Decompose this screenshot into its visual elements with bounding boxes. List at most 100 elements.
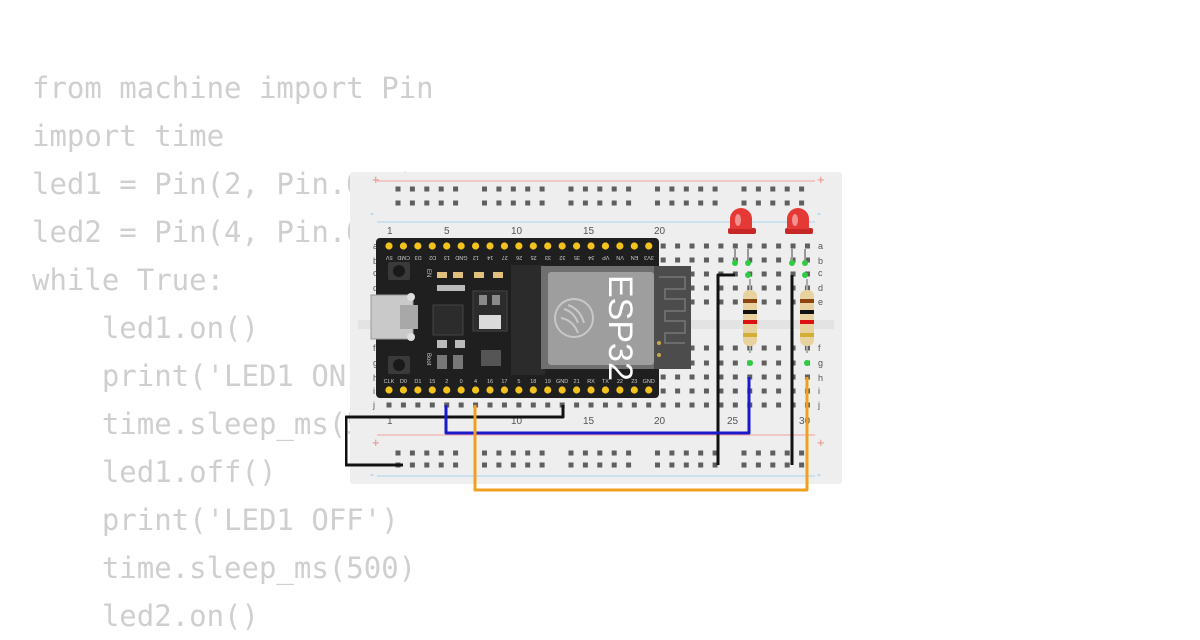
terminal-hole[interactable]	[776, 374, 782, 380]
terminal-hole[interactable]	[689, 271, 695, 277]
terminal-hole[interactable]	[545, 402, 551, 408]
terminal-hole[interactable]	[732, 243, 738, 249]
terminal-hole[interactable]	[703, 299, 709, 305]
rail-hole[interactable]	[626, 462, 632, 468]
terminal-hole[interactable]	[776, 271, 782, 277]
rail-hole[interactable]	[683, 450, 689, 456]
terminal-hole[interactable]	[631, 402, 637, 408]
terminal-hole[interactable]	[574, 402, 580, 408]
terminal-hole[interactable]	[718, 299, 724, 305]
terminal-hole[interactable]	[732, 271, 738, 277]
wire-blue-gpio2[interactable]	[444, 377, 751, 435]
terminal-hole[interactable]	[732, 374, 738, 380]
rail-hole[interactable]	[712, 200, 718, 206]
terminal-hole[interactable]	[660, 374, 666, 380]
rail-hole[interactable]	[424, 200, 430, 206]
terminal-hole[interactable]	[732, 299, 738, 305]
rail-hole[interactable]	[626, 200, 632, 206]
rail-hole[interactable]	[453, 462, 459, 468]
rail-hole[interactable]	[568, 200, 574, 206]
board-pin-top[interactable]	[486, 242, 494, 250]
terminal-hole[interactable]	[660, 402, 666, 408]
rail-hole[interactable]	[582, 450, 588, 456]
rail-hole[interactable]	[611, 450, 617, 456]
rail-hole[interactable]	[525, 186, 531, 192]
rail-hole[interactable]	[741, 200, 747, 206]
rail-hole[interactable]	[568, 186, 574, 192]
terminal-hole[interactable]	[675, 388, 681, 394]
terminal-hole[interactable]	[790, 257, 796, 263]
rail-hole[interactable]	[799, 200, 805, 206]
resistor-1[interactable]	[743, 279, 757, 353]
board-pin-bottom[interactable]	[486, 386, 494, 394]
terminal-hole[interactable]	[516, 402, 522, 408]
rail-hole[interactable]	[698, 186, 704, 192]
board-pin-top[interactable]	[471, 242, 480, 250]
rail-hole[interactable]	[698, 450, 704, 456]
board-pin-bottom[interactable]	[645, 386, 653, 394]
terminal-hole[interactable]	[776, 388, 782, 394]
rail-hole[interactable]	[655, 200, 660, 206]
rail-hole[interactable]	[510, 200, 516, 206]
terminal-hole[interactable]	[804, 257, 810, 263]
terminal-hole[interactable]	[718, 243, 724, 249]
terminal-hole[interactable]	[761, 285, 767, 291]
terminal-hole[interactable]	[761, 402, 767, 408]
board-pin-bottom[interactable]	[414, 386, 422, 394]
rail-hole[interactable]	[712, 186, 718, 192]
terminal-hole[interactable]	[761, 271, 767, 277]
rail-hole[interactable]	[597, 462, 603, 468]
board-pin-bottom[interactable]	[457, 386, 465, 394]
rail-hole[interactable]	[611, 200, 617, 206]
board-pin-bottom[interactable]	[515, 386, 523, 394]
rail-hole[interactable]	[453, 200, 459, 206]
rail-hole[interactable]	[453, 450, 459, 456]
rail-hole[interactable]	[669, 462, 675, 468]
rail-hole[interactable]	[539, 450, 545, 456]
rail-hole[interactable]	[424, 462, 430, 468]
rail-hole[interactable]	[582, 186, 588, 192]
board-pin-top[interactable]	[385, 242, 393, 250]
board-pin-bottom[interactable]	[616, 386, 624, 394]
rail-hole[interactable]	[496, 450, 502, 456]
terminal-hole[interactable]	[761, 360, 767, 366]
rail-hole[interactable]	[510, 186, 516, 192]
terminal-hole[interactable]	[718, 388, 724, 394]
rail-hole[interactable]	[770, 186, 776, 192]
rail-hole[interactable]	[597, 200, 603, 206]
rail-hole[interactable]	[510, 450, 516, 456]
terminal-hole[interactable]	[689, 257, 695, 263]
terminal-hole[interactable]	[588, 402, 594, 408]
board-pin-top[interactable]	[515, 242, 523, 250]
rail-hole[interactable]	[770, 450, 776, 456]
board-pin-bottom[interactable]	[587, 386, 595, 394]
terminal-hole[interactable]	[689, 243, 695, 249]
terminal-hole[interactable]	[689, 402, 695, 408]
rail-hole[interactable]	[770, 462, 776, 468]
rail-hole[interactable]	[496, 186, 502, 192]
board-pin-top[interactable]	[587, 242, 595, 250]
terminal-hole[interactable]	[703, 243, 709, 249]
board-pin-bottom[interactable]	[385, 386, 393, 394]
rail-hole[interactable]	[424, 450, 430, 456]
rail-hole[interactable]	[409, 186, 415, 192]
rail-hole[interactable]	[755, 200, 761, 206]
terminal-hole[interactable]	[761, 345, 767, 351]
board-pin-bottom[interactable]	[428, 386, 436, 394]
terminal-hole[interactable]	[776, 257, 782, 263]
board-pin-bottom[interactable]	[529, 386, 537, 394]
wire-black-led1-cathode[interactable]	[716, 273, 735, 465]
terminal-hole[interactable]	[703, 388, 709, 394]
rail-hole[interactable]	[669, 450, 675, 456]
terminal-hole[interactable]	[703, 345, 709, 351]
rail-hole[interactable]	[655, 450, 660, 456]
terminal-hole[interactable]	[675, 243, 681, 249]
terminal-hole[interactable]	[718, 345, 724, 351]
rail-hole[interactable]	[611, 462, 617, 468]
terminal-hole[interactable]	[689, 388, 695, 394]
rail-hole[interactable]	[741, 186, 747, 192]
rail-hole[interactable]	[784, 462, 790, 468]
terminal-hole[interactable]	[776, 402, 782, 408]
rail-hole[interactable]	[755, 186, 761, 192]
rail-hole[interactable]	[438, 450, 444, 456]
